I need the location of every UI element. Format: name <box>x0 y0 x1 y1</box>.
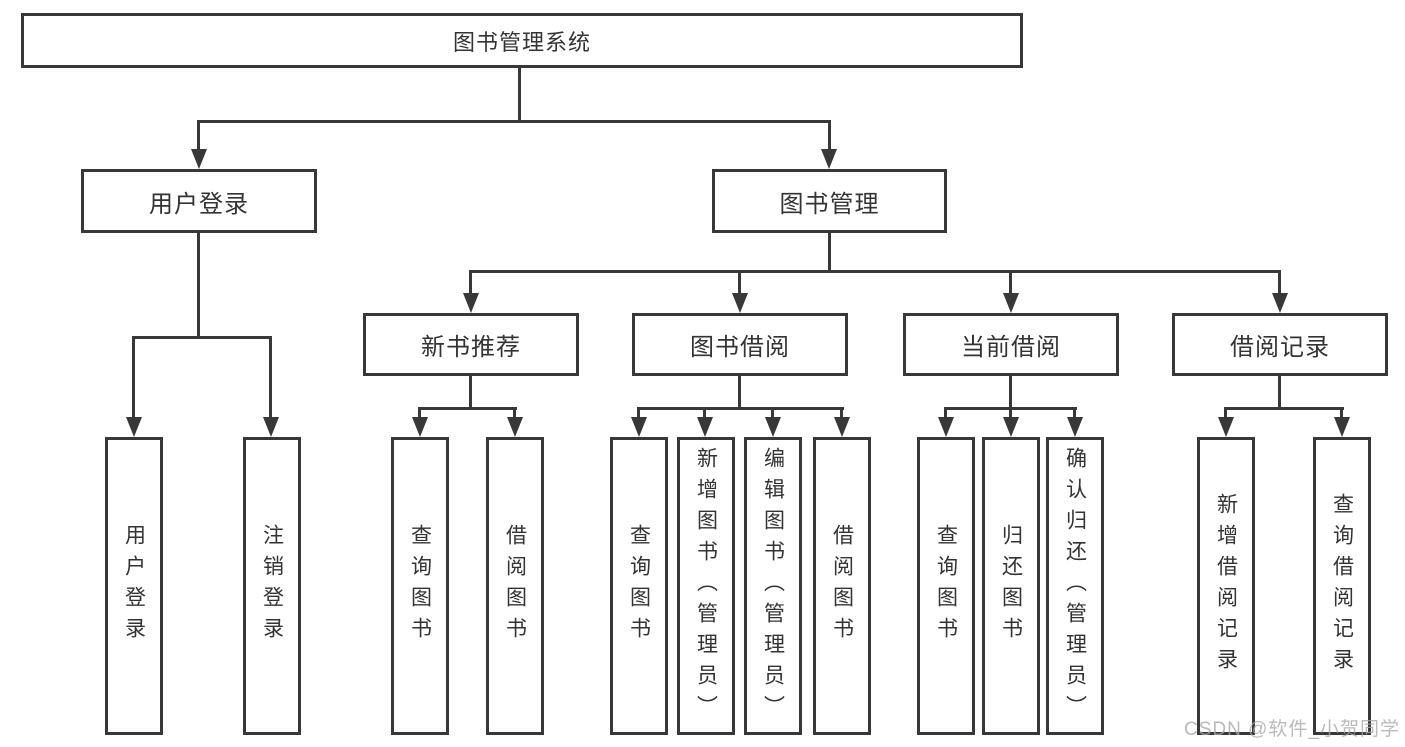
connector-to-leaf <box>513 407 516 419</box>
arrowhead-down <box>507 417 523 437</box>
node-new-book-recommendation: 新书推荐 <box>363 313 579 376</box>
connector-root-stem <box>518 68 521 122</box>
leaf-edit-book-admin: 编辑图书（管理员） <box>744 437 802 735</box>
arrowhead-down <box>1334 417 1350 437</box>
connector-to-user-login <box>197 120 200 151</box>
node-current-borrowing: 当前借阅 <box>903 313 1119 376</box>
node-book-management: 图书管理 <box>712 169 947 233</box>
leaf-confirm-return-admin-label: 确认归还（管理员） <box>1063 446 1087 726</box>
arrowhead-down <box>834 417 850 437</box>
leaf-user-login: 用户登录 <box>105 437 163 735</box>
node-root: 图书管理系统 <box>21 13 1023 68</box>
node-new-book-recommendation-label: 新书推荐 <box>421 334 521 361</box>
connector-to-leaf <box>1073 407 1076 419</box>
arrowhead-down <box>1218 417 1234 437</box>
leaf-return-book-label: 归还图书 <box>999 524 1023 648</box>
leaf-add-book-admin-label: 新增图书（管理员） <box>694 446 718 726</box>
connector-book-management-hbar <box>469 270 1281 273</box>
leaf-query-borrow-record-label: 查询借阅记录 <box>1330 493 1354 679</box>
connector-to-leaf <box>1009 407 1012 419</box>
leaf-add-borrow-record-label: 新增借阅记录 <box>1214 493 1238 679</box>
leaf-borrow-books-borrowing-label: 借阅图书 <box>830 524 854 648</box>
arrowhead-down <box>821 149 837 169</box>
connector-to-leaf <box>703 407 706 419</box>
connector-user-login-stem <box>197 233 200 339</box>
connector-to-leaf <box>637 407 640 419</box>
connector-records-stem <box>1278 376 1281 409</box>
connector-recommendation-stem <box>469 376 472 409</box>
arrowhead-down <box>697 417 713 437</box>
connector-to-leaf-logout <box>269 336 272 419</box>
connector-to-leaf-user-login <box>132 336 135 419</box>
connector-to-current-borrowing <box>1009 270 1012 295</box>
leaf-user-login-label: 用户登录 <box>122 524 146 648</box>
arrowhead-down <box>938 417 954 437</box>
connector-to-leaf <box>840 407 843 419</box>
leaf-query-books-current-label: 查询图书 <box>934 524 958 648</box>
arrowhead-down <box>463 293 479 313</box>
connector-book-management-stem <box>828 233 831 273</box>
arrowhead-down <box>1003 293 1019 313</box>
arrowhead-down <box>412 417 428 437</box>
leaf-borrow-books-recommend-label: 借阅图书 <box>503 524 527 648</box>
leaf-borrow-books-borrowing: 借阅图书 <box>813 437 871 735</box>
leaf-return-book: 归还图书 <box>982 437 1040 735</box>
arrowhead-down <box>126 417 142 437</box>
node-root-label: 图书管理系统 <box>452 29 591 55</box>
arrowhead-down <box>1272 293 1288 313</box>
node-current-borrowing-label: 当前借阅 <box>961 334 1061 361</box>
node-borrowing-records: 借阅记录 <box>1172 313 1388 376</box>
connector-to-borrowing-records <box>1278 270 1281 295</box>
connector-recommendation-hbar <box>418 407 517 410</box>
arrowhead-down <box>1067 417 1083 437</box>
arrowhead-down <box>732 293 748 313</box>
node-borrowing-records-label: 借阅记录 <box>1230 334 1330 361</box>
node-book-borrowing-label: 图书借阅 <box>690 334 790 361</box>
leaf-confirm-return-admin: 确认归还（管理员） <box>1046 437 1104 735</box>
connector-to-new-book-recommendation <box>469 270 472 295</box>
leaf-edit-book-admin-label: 编辑图书（管理员） <box>761 446 785 726</box>
node-user-login-label: 用户登录 <box>149 190 249 218</box>
node-user-login: 用户登录 <box>81 169 317 233</box>
connector-to-book-borrowing <box>738 270 741 295</box>
connector-to-leaf <box>1340 407 1343 419</box>
leaf-query-borrow-record: 查询借阅记录 <box>1313 437 1371 735</box>
connector-to-leaf <box>418 407 421 419</box>
connector-to-leaf <box>1224 407 1227 419</box>
connector-user-login-hbar <box>132 336 272 339</box>
connector-current-stem <box>1009 376 1012 409</box>
node-book-borrowing: 图书借阅 <box>632 313 848 376</box>
leaf-logout-label: 注销登录 <box>260 524 284 648</box>
connector-borrowing-stem <box>738 376 741 409</box>
node-book-management-label: 图书管理 <box>779 190 880 218</box>
leaf-query-books-borrowing-label: 查询图书 <box>627 524 651 648</box>
leaf-query-books-recommend-label: 查询图书 <box>408 524 432 648</box>
leaf-add-book-admin: 新增图书（管理员） <box>677 437 735 735</box>
connector-to-leaf <box>944 407 947 419</box>
connector-borrowing-hbar <box>637 407 844 410</box>
connector-to-leaf <box>771 407 774 419</box>
arrowhead-down <box>191 149 207 169</box>
arrowhead-down <box>765 417 781 437</box>
arrowhead-down <box>263 417 279 437</box>
leaf-query-books-current: 查询图书 <box>917 437 975 735</box>
leaf-logout: 注销登录 <box>243 437 301 735</box>
leaf-add-borrow-record: 新增借阅记录 <box>1197 437 1255 735</box>
arrowhead-down <box>631 417 647 437</box>
connector-to-book-management <box>828 120 831 151</box>
connector-root-hbar <box>197 120 831 123</box>
leaf-query-books-borrowing: 查询图书 <box>610 437 668 735</box>
arrowhead-down <box>1003 417 1019 437</box>
connector-records-hbar <box>1224 407 1344 410</box>
leaf-query-books-recommend: 查询图书 <box>391 437 449 735</box>
leaf-borrow-books-recommend: 借阅图书 <box>486 437 544 735</box>
watermark: CSDN @软件_小贺同学 <box>1184 719 1400 740</box>
